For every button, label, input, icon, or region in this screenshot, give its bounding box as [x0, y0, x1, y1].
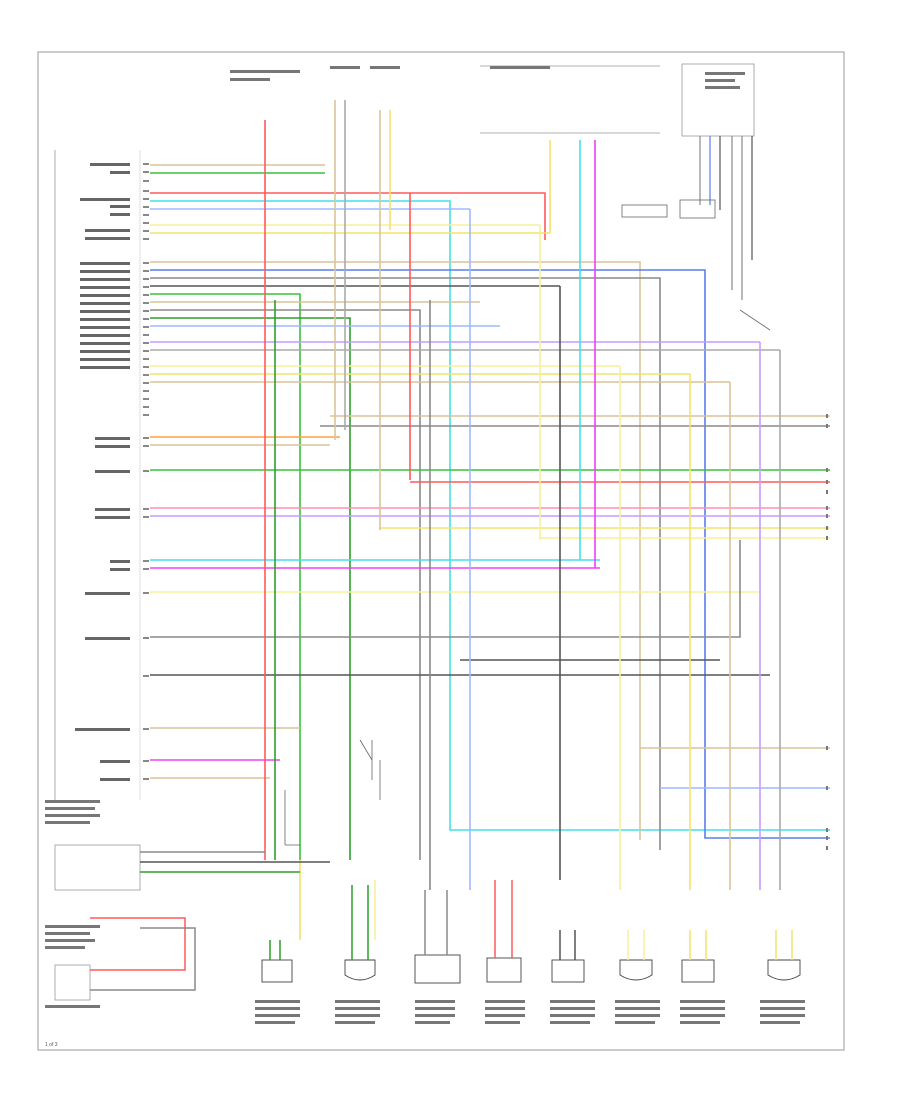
- wire-tan-2: [150, 261, 641, 840]
- top-right-module-box: [681, 63, 755, 137]
- lower-left-wires: [90, 851, 330, 991]
- component-5: [551, 930, 585, 983]
- wire-gray-5: [150, 540, 741, 638]
- wire-green-2: [150, 293, 301, 860]
- vertical-wires: [264, 100, 781, 940]
- lower-left-switch-box: [54, 964, 91, 1001]
- wire-blue-1: [150, 269, 830, 839]
- switch-symbol: [284, 739, 381, 846]
- wire-green-3: [150, 317, 351, 860]
- bottom-components: [261, 880, 801, 984]
- right-connector-pins: [826, 414, 828, 850]
- component-captions: [255, 1000, 805, 1024]
- wire-red-1: [150, 192, 546, 240]
- lower-left-module-box: [54, 844, 141, 891]
- wire-gray-1: [150, 277, 661, 850]
- pin-number-column: [143, 163, 149, 780]
- module-pin-labels: [75, 163, 130, 781]
- top-header-marks: [230, 66, 745, 89]
- component-8: [767, 930, 801, 981]
- component-4: [486, 880, 522, 983]
- component-7: [681, 930, 715, 983]
- wire-group: [150, 164, 830, 860]
- module-drop-lines: [699, 136, 753, 300]
- footer-code: 1 of 3: [45, 1042, 58, 1048]
- lower-left-labels: [45, 800, 100, 1008]
- component-3: [414, 890, 461, 984]
- wire-gray-2: [150, 309, 421, 860]
- component-6: [619, 930, 653, 981]
- component-1: [261, 940, 293, 983]
- diagram-border: [37, 51, 845, 1051]
- relay-symbols: [621, 199, 771, 331]
- component-2: [344, 885, 376, 981]
